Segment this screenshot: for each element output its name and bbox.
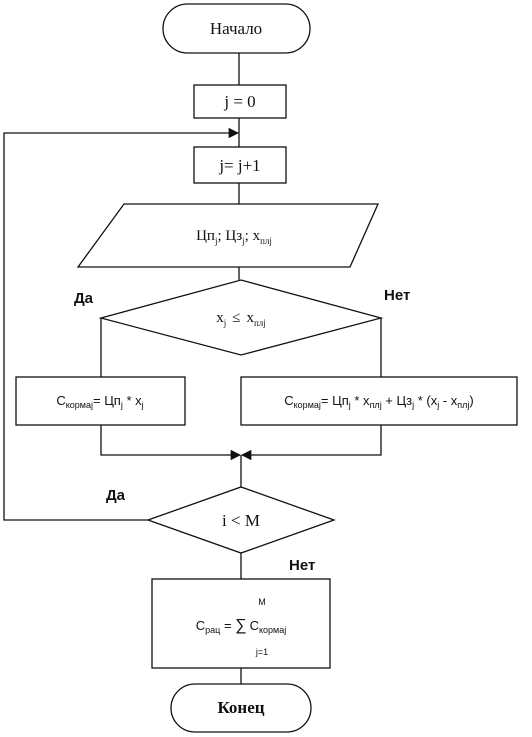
condition1-no-label: Нет <box>384 287 410 304</box>
end-label: Конец <box>217 698 264 717</box>
connector-no-to-merge <box>240 425 382 461</box>
start-terminator: Начало <box>162 3 311 54</box>
condition2-label: i < M <box>222 511 260 530</box>
init-shape <box>193 84 287 119</box>
sum-lower-limit: j=1 <box>255 647 268 657</box>
input-block: Цпj; Цзj; xплj <box>76 203 380 268</box>
start-label: Начало <box>210 19 262 38</box>
increment-label: j= j+1 <box>218 156 260 175</box>
sum-shape <box>151 578 331 669</box>
condition1-shape <box>98 279 384 356</box>
condition2-shape <box>146 486 336 554</box>
condition2-no-label: Нет <box>289 557 315 574</box>
sum-upper-limit: M <box>258 597 266 607</box>
connector-yes-to-merge <box>100 425 242 461</box>
process-no-shape <box>240 376 518 426</box>
process-yes: Cкормаj= Цпj * xj <box>15 376 186 426</box>
end-shape <box>170 683 312 733</box>
input-label: Цпj; Цзj; xплj <box>196 228 272 246</box>
init-process: j = 0 <box>193 84 287 119</box>
condition1-label: xj≤xплj <box>216 310 266 328</box>
process-no: Cкормаj= Цпj * xплj + Цзj * (xj - xплj) <box>240 376 518 426</box>
increment-process: j= j+1 <box>193 146 287 184</box>
start-shape <box>162 3 311 54</box>
sum-formula: Cрац = ∑Cкормаj <box>196 617 286 635</box>
condition2-decision: i < M Да Нет <box>106 486 336 574</box>
sum-process: M Cрац = ∑Cкормаj j=1 <box>151 578 331 669</box>
end-terminator: Конец <box>170 683 312 733</box>
increment-shape <box>193 146 287 184</box>
condition2-yes-label: Да <box>106 487 126 504</box>
init-label: j = 0 <box>223 92 255 111</box>
connector-loop-back <box>3 127 240 521</box>
process-yes-label: Cкормаj= Цпj * xj <box>56 393 143 410</box>
connectors <box>3 53 382 684</box>
process-no-label: Cкормаj= Цпj * xплj + Цзj * (xj - xплj) <box>284 393 474 410</box>
process-yes-shape <box>15 376 186 426</box>
input-shape <box>76 203 380 268</box>
condition1-decision: xj≤xплj Да Нет <box>74 279 410 356</box>
condition1-yes-label: Да <box>74 290 94 307</box>
